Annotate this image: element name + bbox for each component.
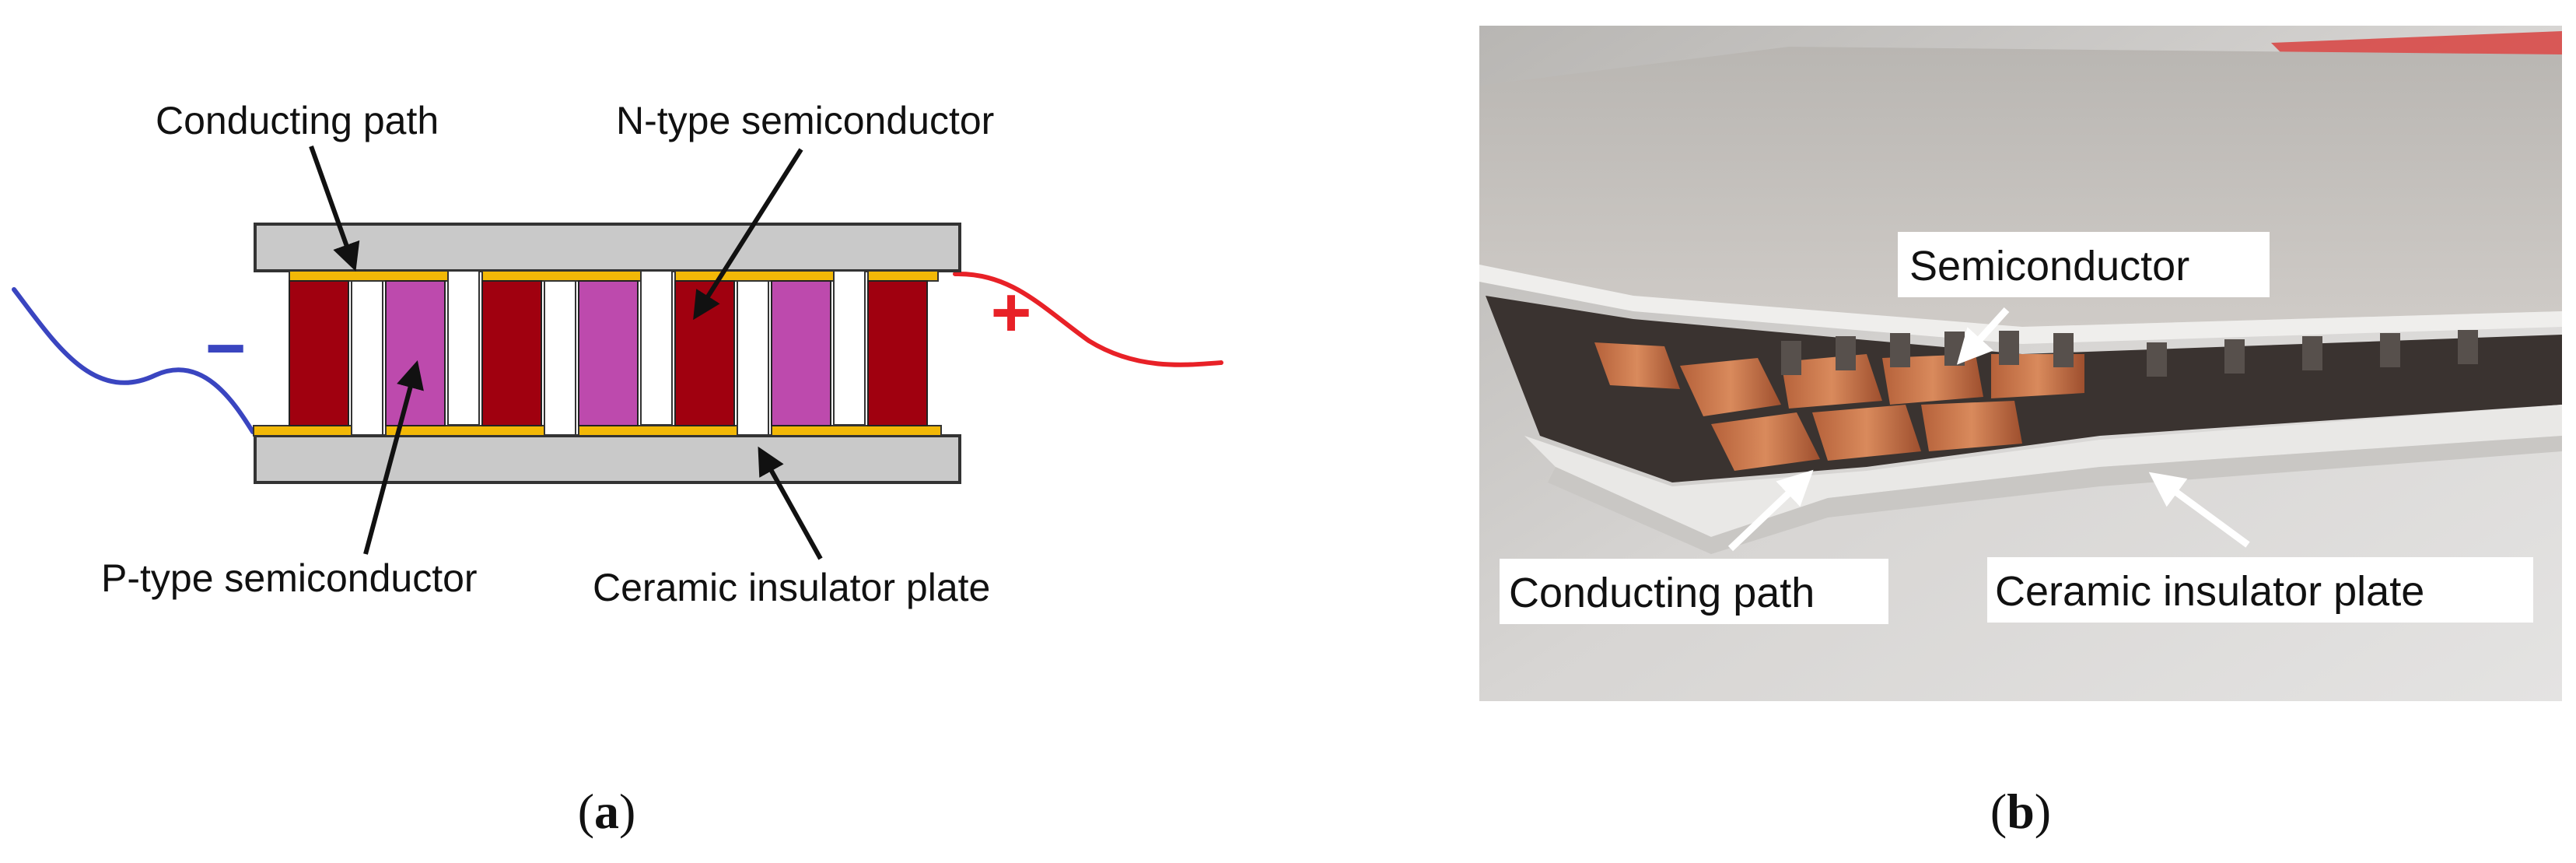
photo-label-box-conducting-path <box>1500 559 1888 624</box>
label-ceramic-insulator-plate: Ceramic insulator plate <box>593 566 990 609</box>
positive-terminal-sign: + <box>991 274 1032 352</box>
n-type-leg <box>289 280 349 426</box>
negative-terminal-sign: − <box>205 310 247 388</box>
p-type-leg <box>771 280 831 426</box>
photo-arrow-conducting-path <box>1727 469 1814 552</box>
arrow-conducting-path <box>309 145 360 272</box>
p-type-leg <box>385 280 446 426</box>
n-type-leg <box>867 280 928 426</box>
photo-label-box-semiconductor <box>1898 232 2270 297</box>
photo-top-plate-edge <box>1479 265 2562 344</box>
label-conducting-path: Conducting path <box>156 99 439 142</box>
panel-b-photo: Semiconductor Conducting path Ceramic in… <box>1479 26 2562 839</box>
n-type-leg <box>481 280 542 426</box>
photo-label-semiconductor: Semiconductor <box>1909 243 2189 289</box>
arrow-p-type-semiconductor <box>363 360 424 555</box>
photo-label-box-ceramic-plate <box>1987 557 2533 623</box>
label-n-type-semiconductor: N-type semiconductor <box>616 99 994 142</box>
photo-bottom-plate-side <box>1548 436 2562 554</box>
top-ceramic-plate <box>254 223 961 272</box>
photo-arrow-ceramic-plate <box>2148 472 2250 548</box>
arrow-ceramic-insulator-plate <box>758 446 823 560</box>
photo-copper-paths <box>1594 342 2084 471</box>
caption-b: (b) <box>1990 784 2051 839</box>
spacer-pillars <box>351 270 866 436</box>
photo-semiconductor-blocks <box>1781 330 2478 377</box>
photo-top-plate <box>1479 47 2562 327</box>
arrow-n-type-semiconductor <box>693 148 803 321</box>
bottom-conducting-strips <box>253 425 942 437</box>
panel-a-schematic: − + <box>12 99 1223 839</box>
semiconductor-legs <box>289 280 928 426</box>
caption-a: (a) <box>578 784 636 839</box>
p-type-leg <box>578 280 639 426</box>
photo-arrow-semiconductor <box>1956 307 2010 365</box>
photo-label-conducting-path: Conducting path <box>1509 570 1815 616</box>
bottom-ceramic-plate <box>254 434 961 484</box>
positive-wire <box>953 271 1223 367</box>
photo-label-ceramic-plate: Ceramic insulator plate <box>1995 568 2424 615</box>
negative-wire <box>12 287 255 434</box>
label-p-type-semiconductor: P-type semiconductor <box>101 556 478 600</box>
